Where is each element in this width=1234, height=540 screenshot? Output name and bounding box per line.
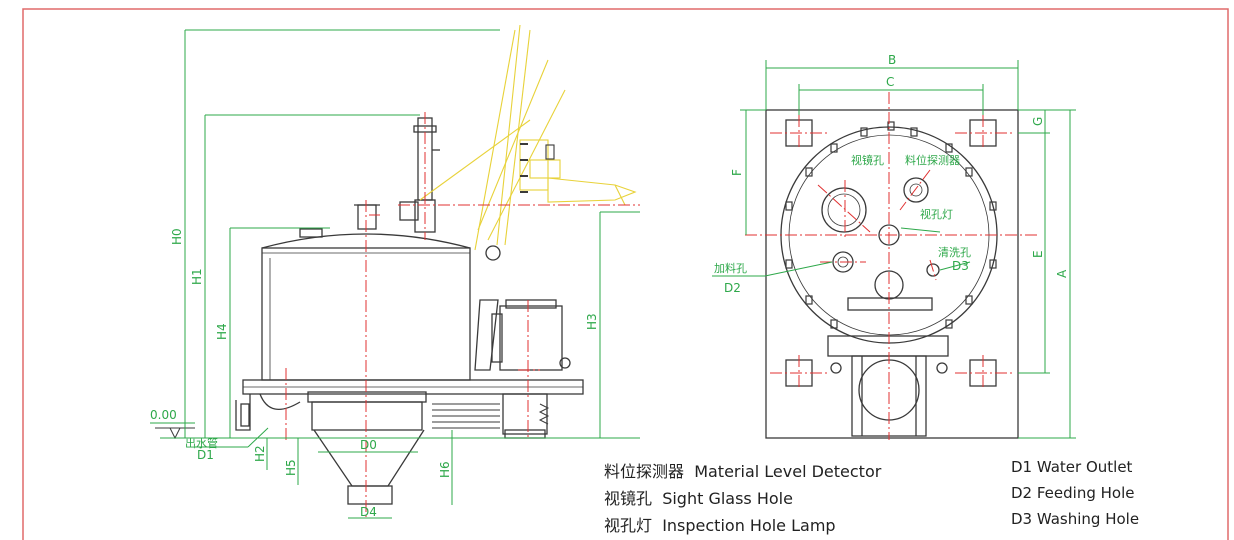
dim-A: A <box>1055 269 1069 278</box>
opened-lid <box>419 24 637 251</box>
dim-H6: H6 <box>438 461 452 478</box>
label-lamp: 视孔灯 <box>920 207 953 221</box>
label-feed-cn: 加料孔 <box>714 261 747 275</box>
dim-D1: D1 <box>197 448 214 462</box>
legend-item-lamp: 视孔灯 Inspection Hole Lamp <box>604 512 836 536</box>
legend-en: Material Level Detector <box>694 462 882 481</box>
dim-C: C <box>886 75 894 89</box>
dim-B: B <box>888 53 896 67</box>
dim-H4: H4 <box>215 323 229 340</box>
side-dimensions <box>150 29 640 519</box>
dim-G: G <box>1031 117 1045 126</box>
dim-E: E <box>1031 250 1045 258</box>
drawing-border <box>22 8 1229 540</box>
dim-H5: H5 <box>284 459 298 476</box>
legend-en: Inspection Hole Lamp <box>662 516 836 535</box>
ground-level: 0.00 <box>150 408 177 422</box>
dim-D0: D0 <box>360 438 377 452</box>
dim-H1: H1 <box>190 268 204 285</box>
legend-D2: D2 Feeding Hole <box>1011 484 1135 502</box>
label-level-detector: 料位探测器 <box>905 153 960 167</box>
legend-item-sight-glass: 视镜孔 Sight Glass Hole <box>604 485 793 509</box>
legend-en: Sight Glass Hole <box>662 489 793 508</box>
top-centerlines <box>745 92 1040 440</box>
legend-cn: 视孔灯 <box>604 516 653 535</box>
label-D2: D2 <box>724 281 741 295</box>
legend-cn: 视镜孔 <box>604 489 653 508</box>
top-dimensions <box>712 60 1076 439</box>
legend-cn: 料位探测器 <box>604 462 685 481</box>
dim-D4: D4 <box>360 505 377 519</box>
dim-F: F <box>730 169 744 176</box>
side-centerlines <box>285 112 640 520</box>
label-D3: D3 <box>952 259 969 273</box>
legend-D1: D1 Water Outlet <box>1011 458 1133 476</box>
outlet-label-cn: 出水管 <box>185 436 218 450</box>
dim-H0: H0 <box>170 228 184 245</box>
label-sight-glass: 视镜孔 <box>851 153 884 167</box>
legend-item-level-detector: 料位探测器 Material Level Detector <box>604 458 881 482</box>
dim-H2: H2 <box>253 445 267 462</box>
dim-H3: H3 <box>585 313 599 330</box>
top-view <box>765 109 1019 439</box>
label-wash-cn: 清洗孔 <box>938 246 971 259</box>
legend-D3: D3 Washing Hole <box>1011 510 1140 528</box>
